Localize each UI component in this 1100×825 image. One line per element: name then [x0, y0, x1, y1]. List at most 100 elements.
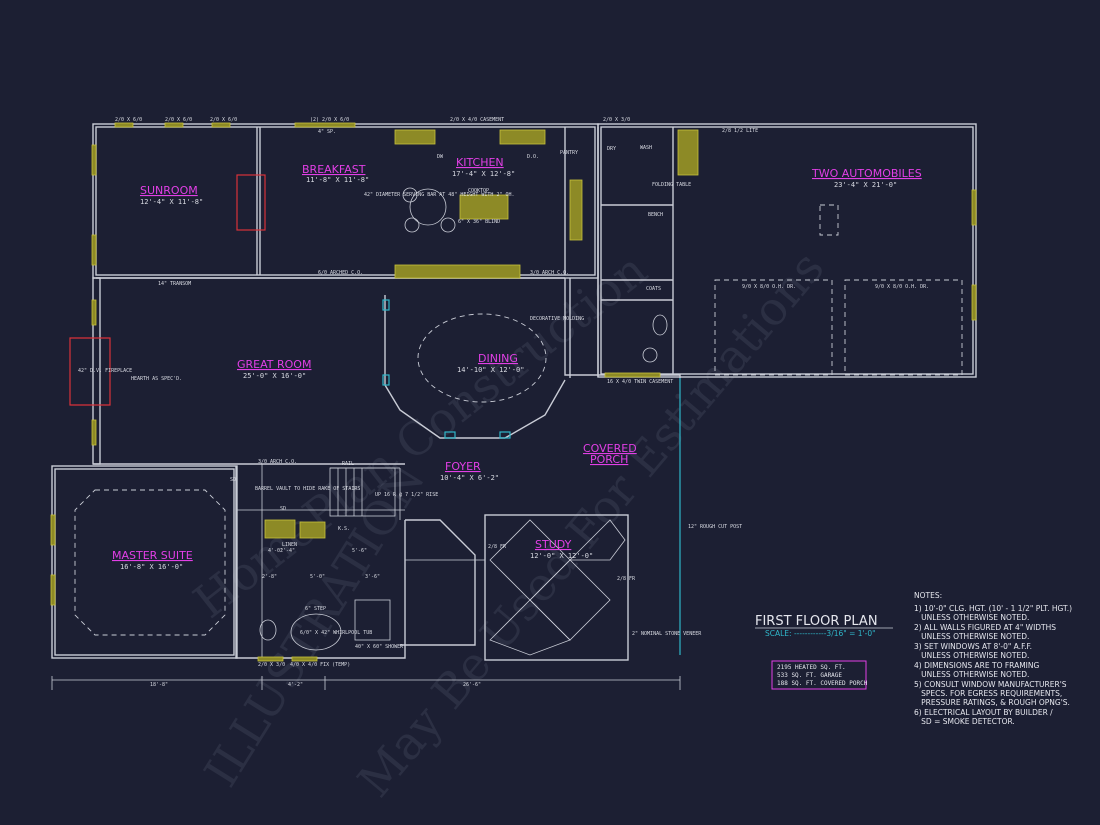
- dining-features: [402, 187, 547, 403]
- covered-porch-outline: [382, 299, 681, 655]
- room-sunroom-name: SUNROOM: [140, 184, 198, 197]
- label-fr-1: 2/8 FR: [488, 544, 507, 550]
- area-garage: 533 SQ. FT. GARAGE: [777, 672, 842, 679]
- label-coats: COATS: [646, 286, 661, 292]
- label-fr-2: 2/8 FR: [617, 576, 636, 582]
- label-transom: 14" TRANSOM: [158, 281, 191, 287]
- label-dim-24: 2'-4": [280, 548, 295, 554]
- label-breakfast-spacing: 4" SP.: [318, 129, 336, 135]
- label-garage-door-2: 9/0 X 8/0 O.H. DR.: [875, 284, 929, 290]
- label-bath-window: 2/0 X 3/0: [258, 662, 285, 668]
- label-window-breakfast: (2) 2/0 X 6/0: [310, 117, 349, 123]
- note-line: SPECS. FOR EGRESS REQUIREMENTS,: [914, 689, 1062, 698]
- label-window-sun1: 2/0 X 6/0: [115, 117, 142, 123]
- room-breakfast-name: BREAKFAST: [302, 163, 366, 176]
- label-hearth: HEARTH AS SPEC'D.: [131, 376, 182, 382]
- area-heated: 2195 HEATED SQ. FT.: [777, 664, 846, 671]
- label-dim-bottom-2: 4'-2": [288, 682, 303, 688]
- label-bath-window-2: 4/0 X 4/0 FIX (TEMP): [290, 662, 350, 668]
- label-do: D.O.: [527, 154, 539, 160]
- label-arch-1: 6/0 ARCHED C.O.: [318, 270, 363, 276]
- room-master-size: 16'-8" X 16'-0": [120, 563, 183, 571]
- label-dim-56: 5'-6": [352, 548, 367, 554]
- room-kitchen-size: 17'-4" X 12'-8": [452, 170, 515, 178]
- label-fireplace-great: 42" D.V. FIREPLACE: [78, 368, 132, 374]
- label-wash: WASH: [640, 145, 652, 151]
- label-step: 6" STEP: [305, 606, 326, 612]
- notes: NOTES: 1) 10'-0" CLG. HGT. (10' - 1 1/2"…: [914, 591, 1072, 726]
- note-line: 2) ALL WALLS FIGURED AT 4" WIDTHS: [914, 623, 1056, 632]
- room-porch-name-1: COVERED: [583, 442, 637, 455]
- label-dry: DRY: [607, 146, 616, 152]
- study-ceiling: [489, 519, 626, 656]
- label-window-laundry: 2/0 X 3/0: [603, 117, 630, 123]
- note-line: PRESSURE RATINGS, & ROUGH OPNG'S.: [914, 698, 1070, 707]
- room-sunroom-size: 12'-4" X 11'-8": [140, 198, 203, 206]
- label-post: 12" ROUGH CUT POST: [688, 524, 742, 530]
- label-smoke-1: SD: [230, 477, 236, 483]
- note-line: UNLESS OTHERWISE NOTED.: [914, 632, 1029, 641]
- label-lite: 2/8 1/2 LITE: [722, 128, 758, 134]
- master-tray-ceiling: [74, 489, 226, 636]
- note-line: SD = SMOKE DETECTOR.: [914, 717, 1015, 726]
- room-foyer-size: 10'-4" X 6'-2": [440, 474, 499, 482]
- label-serving-bar: 42" DIAMETER SERVING BAR AT 48" HEIGHT W…: [364, 192, 515, 198]
- note-line: 3) SET WINDOWS AT 8'-0" A.F.F.: [914, 642, 1032, 651]
- note-line: UNLESS OTHERWISE NOTED.: [914, 670, 1029, 679]
- label-dim-50: 5'-0": [310, 574, 325, 580]
- label-arch-3: 3/0 ARCH C.O.: [258, 459, 297, 465]
- room-great-name: GREAT ROOM: [237, 358, 311, 371]
- label-dw: DW: [437, 154, 444, 160]
- label-veneer: 2" NOMINAL STONE VENEER: [632, 631, 702, 637]
- note-line: 1) 10'-0" CLG. HGT. (10' - 1 1/2" PLT. H…: [914, 604, 1072, 613]
- note-line: 4) DIMENSIONS ARE TO FRAMING: [914, 661, 1039, 670]
- room-great-size: 25'-0" X 16'-0": [243, 372, 306, 380]
- bath-fixtures: [259, 314, 668, 651]
- label-cooktop: COOKTOP: [468, 188, 489, 194]
- label-dim-bottom-3: 26'-6": [463, 682, 481, 688]
- label-dim-28: 2'-8": [262, 574, 277, 580]
- room-porch-name-2: PORCH: [590, 453, 628, 466]
- note-line: UNLESS OTHERWISE NOTED.: [914, 651, 1029, 660]
- room-study-name: STUDY: [535, 538, 572, 551]
- label-dim-40: 4'-0": [268, 548, 283, 554]
- room-study-size: 12'-0" X 12'-0": [530, 552, 593, 560]
- room-dining-name: DINING: [478, 352, 518, 365]
- area-box: [771, 660, 867, 690]
- stair: [329, 467, 396, 517]
- label-window-kitchen: 2/0 X 4/0 CASEMENT: [450, 117, 504, 123]
- room-breakfast-size: 11'-8" X 11'-8": [306, 176, 369, 184]
- label-window-sun3: 2/0 X 6/0: [210, 117, 237, 123]
- note-line: 6) ELECTRICAL LAYOUT BY BUILDER /: [914, 708, 1053, 717]
- room-garage-name: TWO AUTOMOBILES: [811, 167, 922, 180]
- garage-doors: [714, 204, 963, 376]
- room-kitchen-name: KITCHEN: [456, 156, 504, 169]
- label-bench: BENCH: [648, 212, 663, 218]
- label-shower: 40" X 60" SHOWER: [355, 644, 404, 650]
- label-ks: K.S.: [338, 526, 350, 532]
- fireplaces: [69, 174, 266, 406]
- label-window-sun2: 2/0 X 6/0: [165, 117, 192, 123]
- room-dining-size: 14'-10" X 12'-0": [457, 366, 524, 374]
- room-foyer-name: FOYER: [445, 460, 481, 473]
- label-barrel-vault: BARREL VAULT TO HIDE RAKE OF STAIRS: [255, 486, 360, 492]
- label-tub: 6/0" X 42" WHIRLPOOL TUB: [300, 630, 372, 636]
- dimension-line: [51, 676, 681, 690]
- label-twin-casement: 16 X 4/0 TWIN CASEMENT: [607, 379, 673, 385]
- label-molding: DECORATIVE MOLDING: [530, 316, 584, 322]
- label-pantry: PANTRY: [560, 150, 578, 156]
- area-porch: 188 SQ. FT. COVERED PORCH: [777, 680, 868, 687]
- windows: [50, 122, 977, 662]
- label-dim-36: 3'-6": [365, 574, 380, 580]
- label-linen: LINEN: [282, 542, 297, 548]
- notes-title: NOTES:: [914, 591, 942, 600]
- label-rail: RAIL: [342, 461, 354, 467]
- label-arch-2: 3/0 ARCH C.O.: [530, 270, 569, 276]
- label-smoke-2: SD: [280, 506, 286, 512]
- plan-title: FIRST FLOOR PLAN: [755, 614, 878, 629]
- room-garage-size: 23'-4" X 21'-0": [834, 181, 897, 189]
- label-garage-door-1: 9/0 X 8/0 O.H. DR.: [742, 284, 796, 290]
- plan-scale: SCALE: ------------3/16" = 1'-0": [765, 629, 876, 638]
- label-dim-bottom-1: 18'-8": [150, 682, 168, 688]
